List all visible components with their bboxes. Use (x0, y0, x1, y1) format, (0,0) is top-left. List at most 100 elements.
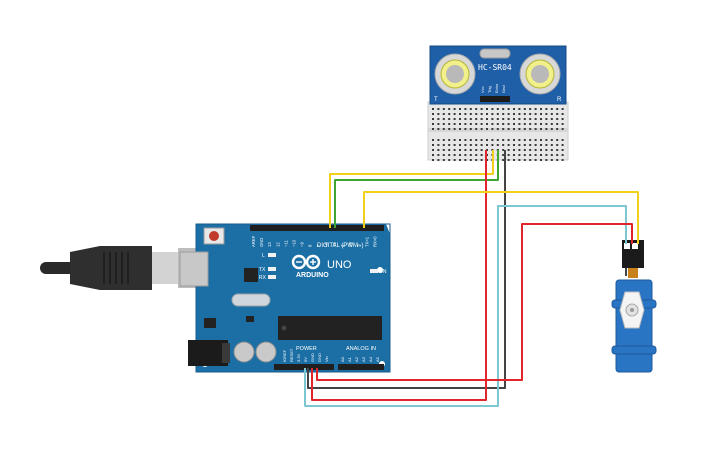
power-pin-label: 5V (303, 357, 308, 362)
top-pin-label: ~6 (324, 242, 329, 247)
breadboard-hole (518, 128, 521, 130)
analog-pin-label: A4 (368, 356, 373, 362)
top-pin-label: AREF (251, 235, 256, 247)
breadboard-hole (545, 159, 548, 161)
breadboard-hole (550, 154, 553, 156)
wire-cyan-servo-gnd (304, 205, 627, 407)
breadboard-hole (469, 128, 472, 130)
breadboard-hole (437, 159, 440, 161)
breadboard-hole (432, 108, 434, 110)
breadboard-hole (550, 113, 553, 115)
breadboard-hole (432, 113, 434, 115)
ultrasonic-sensor: HC-SR04 Vcc Trig Echo Gnd T R (429, 45, 567, 105)
breadboard-hole (534, 123, 537, 125)
top-pin-label: GND (259, 238, 264, 247)
top-pin-label: ~9 (300, 242, 305, 247)
digital-header (250, 225, 384, 231)
breadboard-hole (545, 154, 548, 156)
breadboard-hole (556, 154, 559, 156)
breadboard-hole (459, 118, 461, 120)
breadboard-hole (550, 149, 553, 151)
top-pin-label: ~10 (292, 239, 297, 247)
breadboard-hole (561, 149, 564, 151)
breadboard-hole (529, 123, 532, 125)
breadboard-hole (448, 149, 451, 151)
breadboard-hole (534, 159, 537, 161)
breadboard-hole (486, 144, 488, 146)
top-pin-label: TX>1 (364, 236, 369, 247)
breadboard-hole (442, 149, 445, 151)
breadboard-hole (561, 128, 564, 130)
breadboard-hole (502, 139, 505, 141)
breadboard-hole (556, 108, 559, 110)
breadboard-hole (540, 118, 542, 120)
breadboard-hole (469, 123, 472, 125)
breadboard-hole (529, 118, 532, 120)
breadboard-hole (502, 113, 505, 115)
digital-header-label: DIGITAL (PWM~) (317, 243, 364, 249)
breadboard-hole (486, 123, 488, 125)
breadboard-hole (432, 149, 434, 151)
breadboard-hole (496, 108, 499, 110)
breadboard-hole (475, 149, 478, 151)
breadboard-hole (550, 144, 553, 146)
breadboard-hole (480, 108, 483, 110)
analog-pin-label: A0 (340, 356, 345, 362)
breadboard-hole (442, 144, 445, 146)
breadboard-hole (540, 159, 542, 161)
on-led-label: ON (379, 269, 387, 275)
breadboard-hole (453, 139, 456, 141)
breadboard-hole (442, 139, 445, 141)
breadboard-hole (507, 144, 510, 146)
breadboard-hole (469, 154, 472, 156)
sensor-corner-left: T (434, 97, 438, 103)
analog-pin-label: A2 (354, 356, 359, 362)
power-header-label: POWER (296, 346, 317, 352)
breadboard-hole (502, 108, 505, 110)
breadboard-hole (513, 159, 515, 161)
breadboard-hole (469, 113, 472, 115)
top-pin-label: RX<0 (373, 236, 378, 247)
breadboard-hole (432, 159, 434, 161)
breadboard-hole (480, 149, 483, 151)
breadboard-hole (529, 128, 532, 130)
breadboard-hole (475, 144, 478, 146)
breadboard-hole (453, 128, 456, 130)
breadboard-hole (469, 108, 472, 110)
breadboard-hole (453, 149, 456, 151)
breadboard-hole (432, 128, 434, 130)
breadboard-hole (491, 118, 494, 120)
breadboard-hole (459, 139, 461, 141)
breadboard-hole (545, 139, 548, 141)
breadboard-hole (545, 149, 548, 151)
analog-pin-label: A1 (347, 356, 352, 362)
breadboard-hole (502, 159, 505, 161)
wire-red-vcc (311, 150, 487, 401)
breadboard-hole (523, 159, 526, 161)
breadboard-hole (480, 144, 483, 146)
breadboard-hole (534, 113, 537, 115)
breadboard-hole (534, 108, 537, 110)
breadboard-hole (459, 113, 461, 115)
breadboard-hole (437, 154, 440, 156)
breadboard-hole (486, 108, 488, 110)
breadboard-hole (556, 113, 559, 115)
breadboard-hole (502, 123, 505, 125)
breadboard-hole (540, 149, 542, 151)
breadboard-hole (550, 118, 553, 120)
breadboard-hole (550, 128, 553, 130)
breadboard-hole (475, 154, 478, 156)
breadboard-hole (475, 159, 478, 161)
breadboard-hole (507, 128, 510, 130)
breadboard-hole (448, 139, 451, 141)
breadboard-hole (469, 149, 472, 151)
breadboard-hole (453, 108, 456, 110)
breadboard-hole (442, 118, 445, 120)
breadboard-hole (561, 123, 564, 125)
breadboard-hole (523, 154, 526, 156)
breadboard-hole (432, 144, 434, 146)
breadboard-hole (432, 118, 434, 120)
breadboard-hole (464, 123, 467, 125)
breadboard-hole (518, 139, 521, 141)
